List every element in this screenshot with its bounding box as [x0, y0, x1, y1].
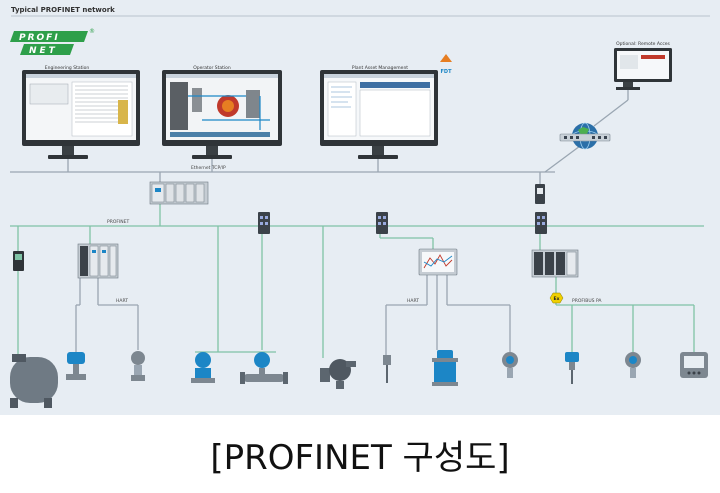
remote-io-right — [531, 249, 579, 278]
ethernet-label: Ethernet TCP/IP — [191, 165, 226, 171]
operator-station: Operator Station — [162, 65, 282, 159]
plc-controller — [149, 181, 209, 205]
flowmeter — [191, 352, 215, 383]
bus-coupler — [13, 251, 24, 271]
profinet-label: PROFINET — [107, 219, 130, 225]
electromagnetic-flowmeter — [432, 350, 458, 386]
logo-line2: NET — [29, 46, 58, 56]
hart-label-left: HART — [116, 298, 128, 304]
temperature-sensor — [383, 355, 391, 383]
coriolis-flowmeter — [240, 352, 288, 384]
pa-pressure-transmitter — [625, 352, 641, 378]
profinet-logo: PROFI NET ® — [10, 28, 95, 56]
operator-station-label: Operator Station — [193, 65, 231, 71]
paperless-recorder — [418, 248, 458, 276]
profibus-pa-label: PROFIBUS PA — [572, 298, 602, 304]
remote-access-station: Optional: Remote Acces — [614, 41, 672, 90]
level-transmitter — [131, 351, 145, 381]
network-switch — [376, 212, 388, 234]
remote-io-left — [77, 243, 119, 279]
logo-line1: PROFI — [19, 33, 60, 43]
logo-registered: ® — [89, 28, 95, 35]
figure-caption: [PROFINET 구성도] — [210, 437, 510, 478]
diagram-background — [0, 0, 720, 415]
network-switch — [258, 212, 270, 234]
network-switch — [535, 184, 545, 204]
ex-label: Ex — [554, 296, 560, 302]
remote-station-label: Optional: Remote Acces — [616, 41, 670, 47]
fdt-badge: FDT — [440, 54, 452, 75]
profinet-network-diagram: Typical PROFINET network PROFI NET ® — [0, 0, 720, 415]
pressure-transmitter — [66, 352, 86, 380]
diagram-title: Typical PROFINET network — [11, 6, 115, 14]
engineering-station: Engineering Station — [22, 65, 140, 159]
ex-marker: Ex — [549, 292, 564, 304]
fdt-label: FDT — [441, 69, 453, 75]
asset-management-station: Plant Asset Management — [320, 65, 438, 159]
hart-label-right: HART — [407, 298, 419, 304]
engineering-station-label: Engineering Station — [45, 65, 90, 71]
asset-station-label: Plant Asset Management — [352, 65, 408, 71]
pa-display-unit — [680, 352, 708, 378]
pump — [320, 359, 356, 389]
internet-globe — [559, 122, 611, 150]
network-switch — [535, 212, 547, 234]
tank — [10, 354, 58, 408]
pressure-gauge — [502, 352, 518, 378]
radar-level — [565, 352, 579, 384]
